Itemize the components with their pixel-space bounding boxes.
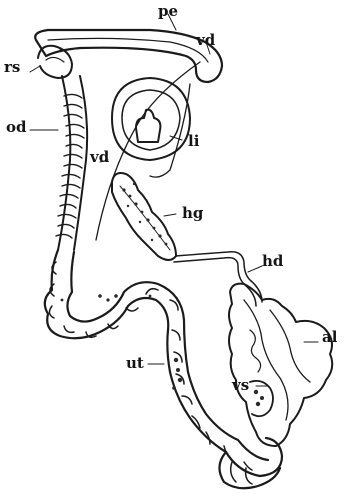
label-vd-upper: vd [196,33,215,48]
penis-structure [35,30,222,82]
label-pe: pe [158,4,178,19]
label-ut: ut [126,356,144,371]
oviduct [56,76,87,250]
label-hd: hd [262,254,283,269]
hermaphrodite-duct [174,252,262,306]
label-hg: hg [182,206,203,221]
label-al: al [322,330,337,345]
label-li: li [188,134,199,149]
label-vd-lower: vd [90,150,109,165]
liver-lobe [112,78,190,160]
albumen-gland [229,284,332,446]
label-od: od [6,120,27,135]
hermaphrodite-gland [112,173,176,260]
label-vs: vs [232,378,249,393]
label-rs: rs [4,60,20,75]
